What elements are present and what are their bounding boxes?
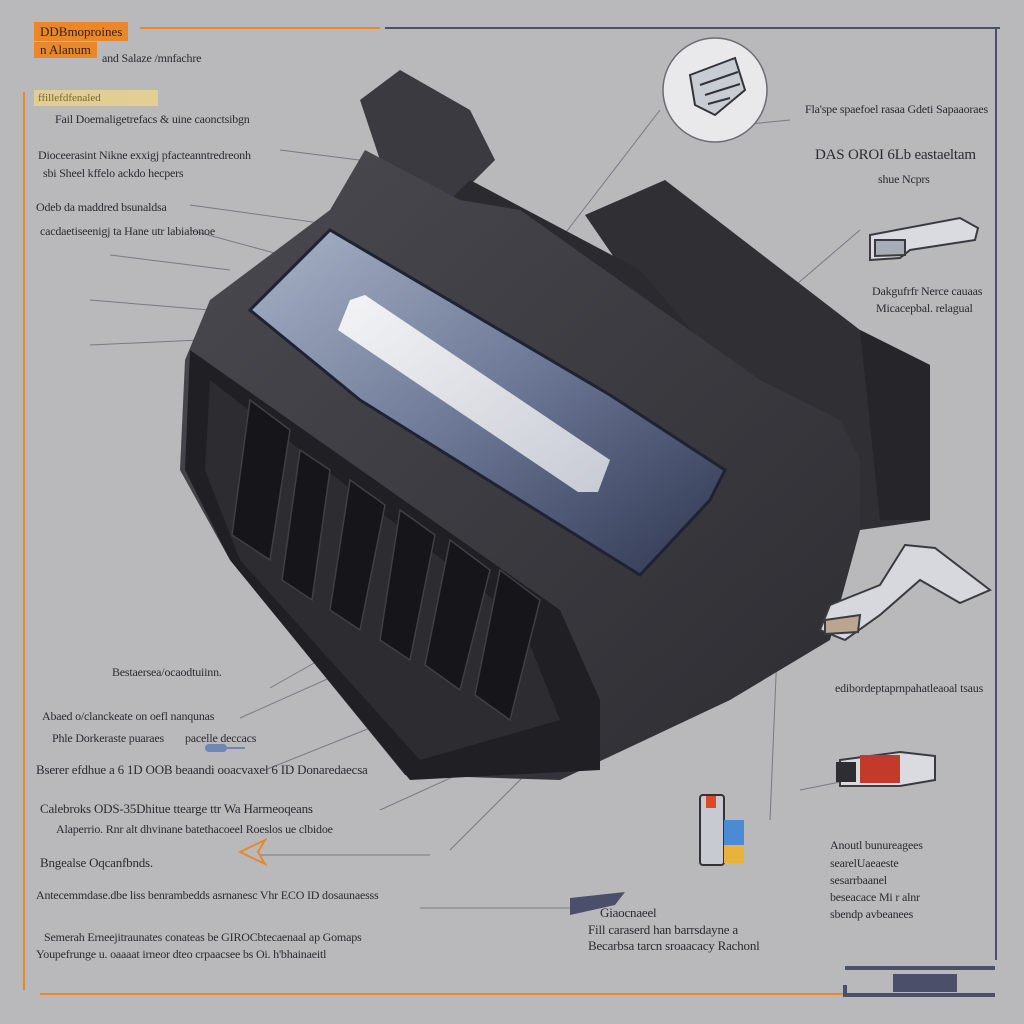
right-label-5: Micacepbal. relagual [876,301,973,315]
small-tool-part [699,794,744,866]
left-label-12: Bngealse Oqcanfbnds. [40,855,153,870]
sensor-part [836,750,936,787]
left-label-8: Phle Dorkeraste puaraes [52,731,165,745]
bottom-right-title: Giaocnaeel [600,905,657,920]
clip-part [818,543,992,642]
pin-label: pacelle deccacs [185,731,257,745]
pin-closeup-circle [662,37,768,143]
title-badge: DDBmoproines [34,22,129,41]
footer-logo-bar [843,966,995,997]
left-label-5: cacdaetiseenigj ta Hane utr labialonoe [40,224,215,238]
left-label-11: Alaperrio. Rnr alt dhvinane batethacoeel… [56,822,333,836]
accent-frame-lines [23,27,380,990]
bottom-right-line-1: Fill caraserd han barrsdayne a [588,922,738,937]
right-label-8: searelUaeaeste [830,856,899,870]
right-label-6: edibordeptaprnpahatleaoal tsaus [835,681,984,695]
right-label-7: Anoutl bunureagees [830,838,923,852]
left-label-3: sbi Sheel kffelo ackdo hecpers [43,166,184,180]
metal-top-plate [247,228,727,577]
left-label-4: Odeb da maddred bsunaldsa [36,200,167,214]
left-label-14: Semerah Erneejitraunates conateas be GIR… [44,930,362,944]
bottom-right-line-2: Becarbsa tarcn sroaacacy Rachonl [588,938,760,953]
left-label-10: Calebroks ODS-35Dhitue ttearge ttr Wa Ha… [40,801,313,816]
right-label-9: sesarrbaanel [830,873,887,887]
blue-pin-marker [205,744,245,752]
left-label-7: Abaed o/clanckeate on oefl nanqunas [42,709,215,723]
right-label-11: sbendp avbeanees [830,907,914,921]
right-label-1: Fla'spe spaefoel rasaa Gdeti Sapaaoraes [805,102,988,116]
left-label-9: Bserer efdhue a 6 1D OOB beaandi ooacvax… [36,762,368,777]
right-label-3: shue Ncprs [878,172,930,186]
arrow-marker [237,837,268,867]
right-label-4: Dakgufrfr Nerce cauaas [872,284,983,298]
subtitle: and Salaze /mnfachre [102,51,202,65]
left-label-2: Dioceerasint Nikne exxigj pfacteanntredr… [38,148,251,162]
left-label-13: Antecemmdase.dbe liss benrambedds asrnan… [36,888,379,902]
right-label-10: beseacace Mi r alnr [830,890,920,904]
left-label-15: Youpefrunge u. oaaaat irneor dteo crpaac… [36,947,327,961]
highlight-bar: ffillefdfenaled [34,90,158,106]
title-badge-secondary: n Alanum [34,42,97,58]
frame-lines [40,27,1000,995]
left-label-6: Bestaersea/ocaodtuiinn. [112,665,222,679]
connector-pins [231,398,541,722]
left-label-1: Fail Doemaligetrefacs & uine caonctsibgn [55,112,250,126]
right-label-2: DAS OROI 6Lb eastaeltam [815,147,976,163]
terminal-part [869,216,980,262]
flag-marker [570,892,625,915]
